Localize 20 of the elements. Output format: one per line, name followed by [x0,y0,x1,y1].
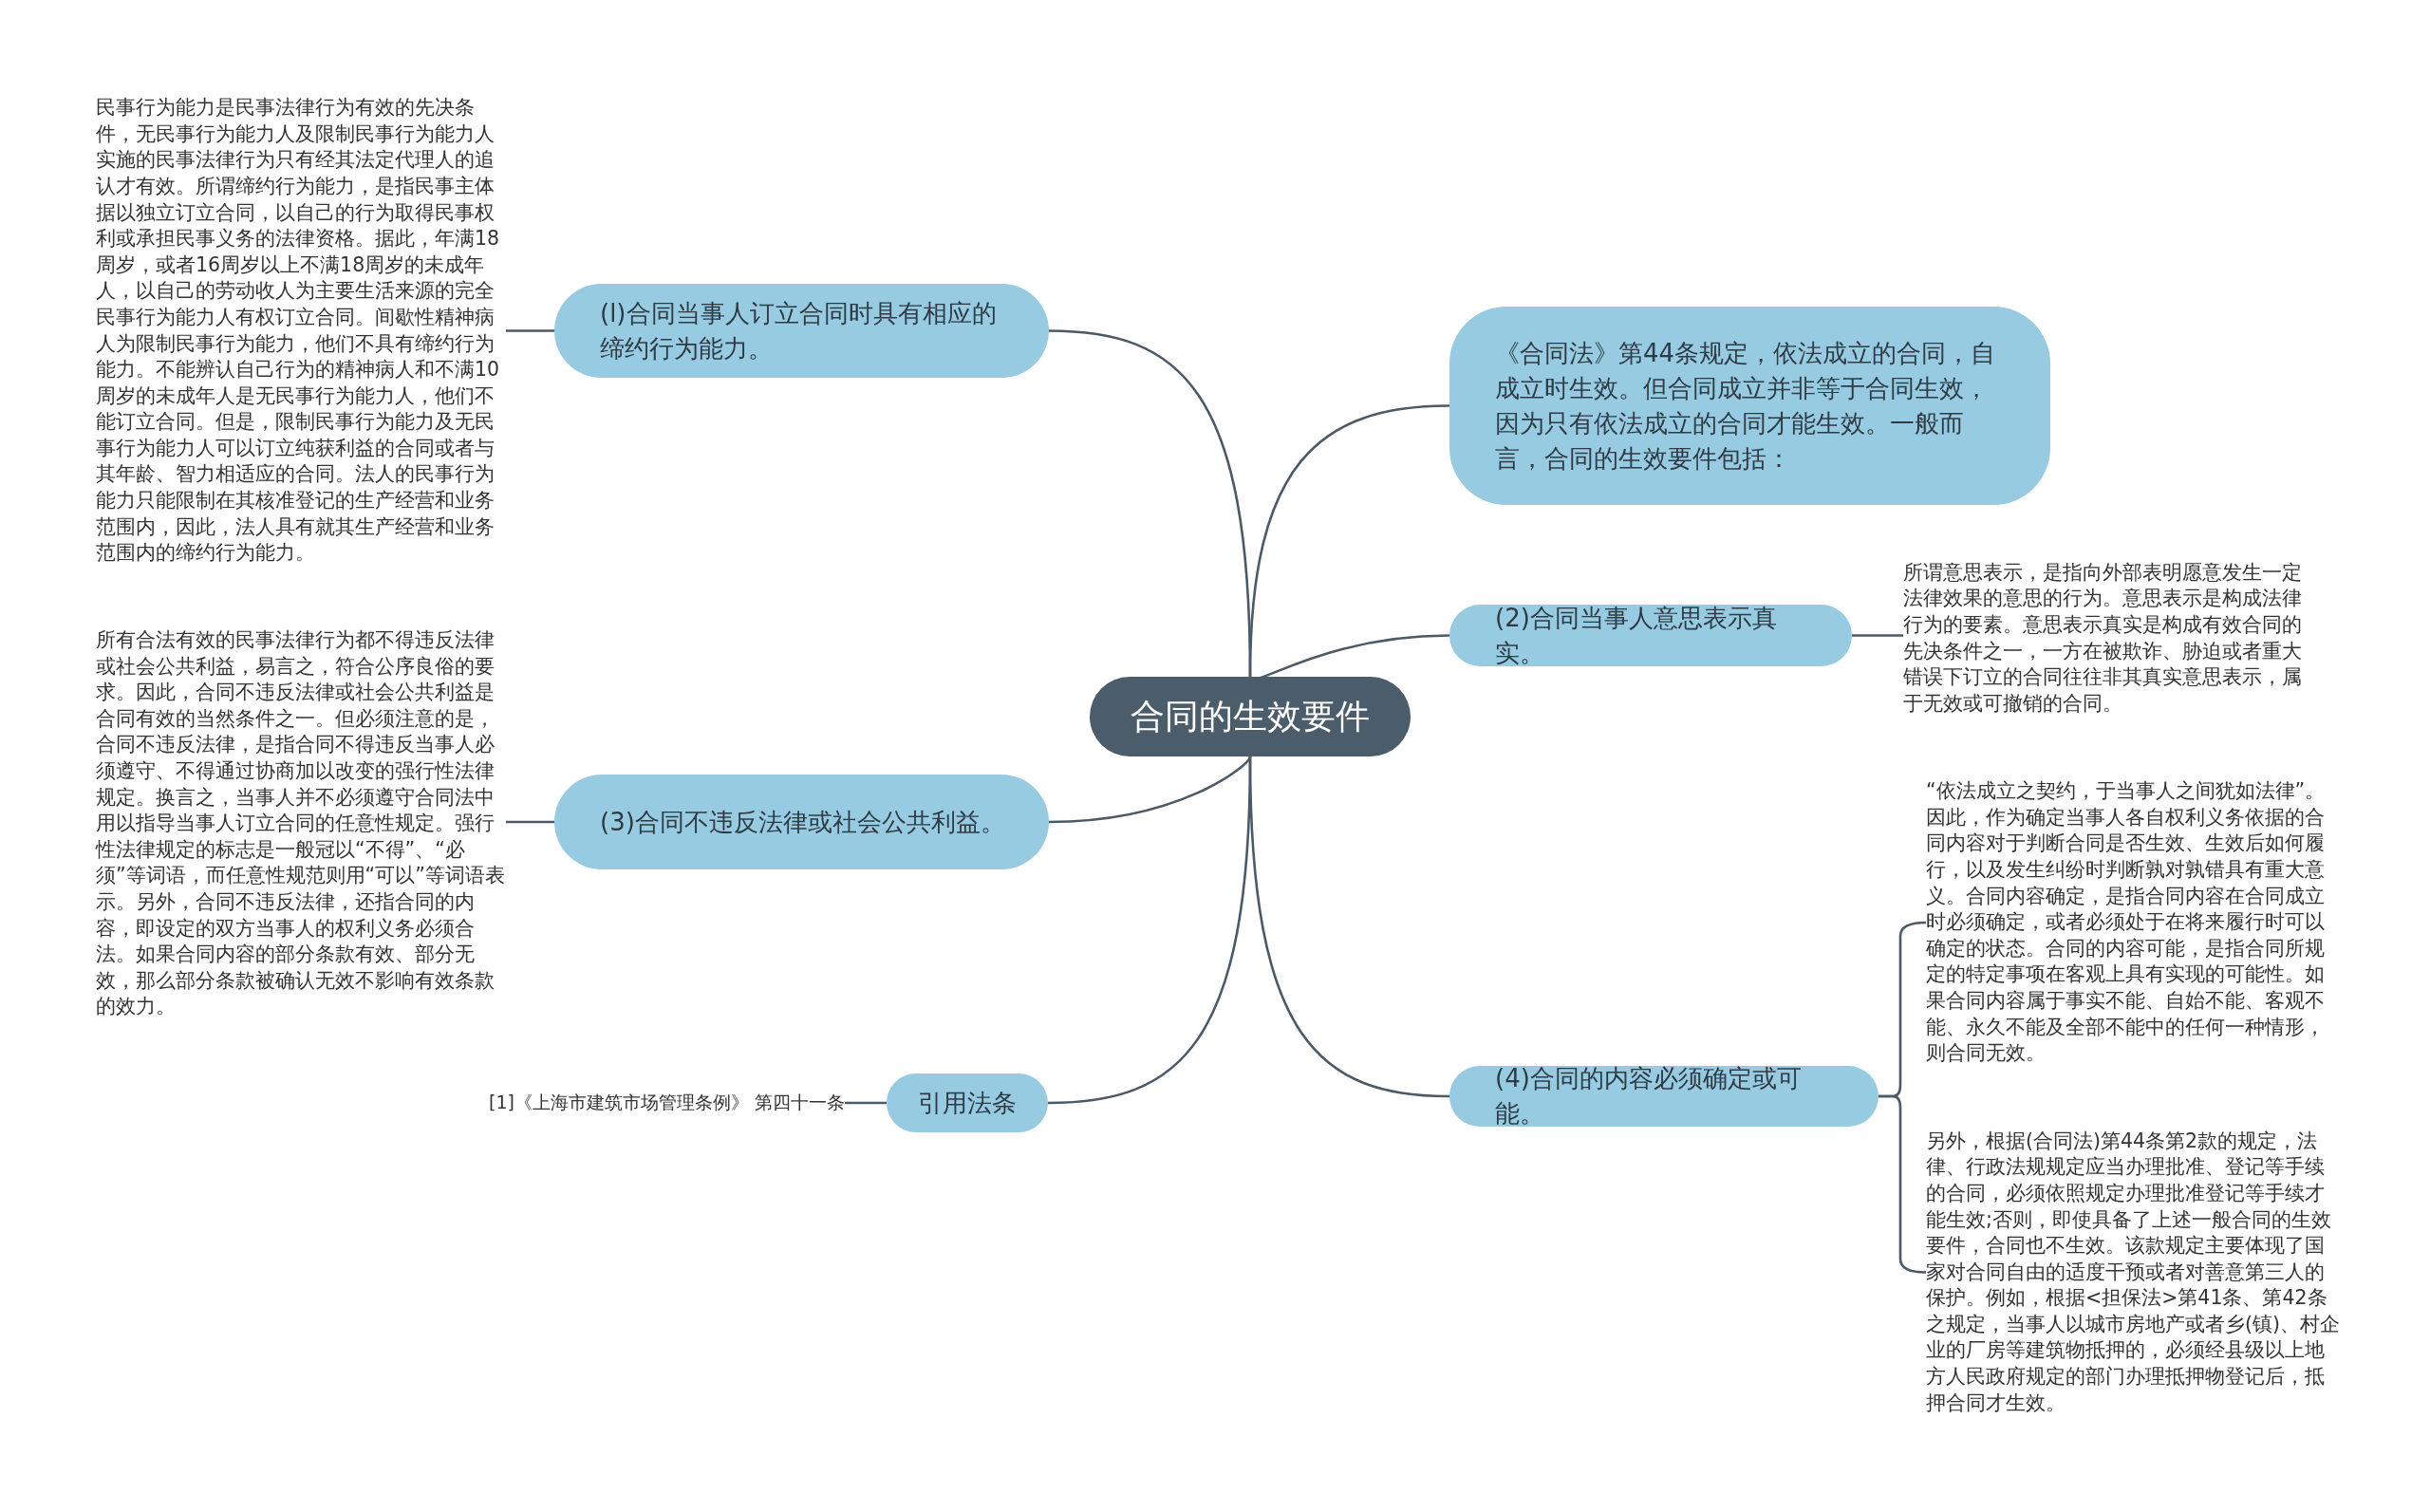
topic-box: (2)合同当事人意思表示真实。 [1449,605,1852,666]
connector-line [1852,634,1903,637]
note-text: “依法成立之契约，于当事人之间犹如法律”。因此，作为确定当事人各自权利义务依据的合同内容对于判断合同是否生效、生效后如何履行，以及发生纠纷时判断孰对孰错具有重大意义。合同内容确定，是指合同内容在合同成立时必须确定，或者必须处于在将来履行时可以确定的状态。合同的内容可能，是指合同所规定的特定事项在客观上具有实现的可能性。如果合同内容属于事实不能、自始不能、客观不能、永久不能及全部不能中的任何一种情形，则合同无效。 [1926,779,2344,1066]
note-text: 所有合法有效的民事法律行为都不得违反法律或社会公共利益，易言之，符合公序良俗的要求。因此，合同不违反法律或社会公共利益是合同有效的当然条件之一。但必须注意的是，合同不违反法律，是指合同不得违反当事人必须遵守、不得通过协商加以改变的强行性法律规定。换言之，当事人并不必须遵守合同法中用以指导当事人订立合同的任意性规定。强行性法律规定的标志是一般冠以“不得”、“必须”等词语，而任意性规范则用“可以”等词语表示。另外，合同不违反法律，还指合同的内容，即设定的双方当事人的权利义务必须合法。如果合同内容的部分条款有效、部分无效，那么部分条款被确认无效不影响有效条款的效力。 [96,627,506,1020]
topic-box: (3)合同不违反法律或社会公共利益。 [554,775,1049,869]
topic-box: 《合同法》第44条规定，依法成立的合同，自成立时生效。但合同成立并非等于合同生效，因为只有依法成立的合同才能生效。一般而言，合同的生效要件包括： [1449,307,2050,505]
note-text: 所谓意思表示，是指向外部表明愿意发生一定法律效果的意思的行为。意思表示是构成法律行为的要素。意思表示真实是构成有效合同的先决条件之一，一方在被欺诈、胁迫或者重大错误下订立的合同往往非其真实意思表示，属于无效或可撤销的合同。 [1903,561,2321,716]
note-text: [1]《上海市建筑市场管理条例》 第四十一条 [437,1091,845,1115]
note-text: 另外，根据(合同法)第44条第2款的规定，法律、行政法规规定应当办理批准、登记等手续的合同，必须依照规定办理批准登记等手续才能生效;否则，即使具备了上述一般合同的生效要件，合同也不生效。该款规定主要体现了国家对合同自由的适度干预或者对善意第三人的保护。例如，根据<担保法>第41条、第42条之规定，当事人以城市房地产或者乡(镇)、村企业的厂房等建筑物抵押的，必须经县级以上地方人民政府规定的部门办理抵押物登记后，抵押合同才生效。 [1926,1131,2344,1413]
connector-line [845,1101,887,1105]
note-text: 民事行为能力是民事法律行为有效的先决条件，无民事行为能力人及限制民事行为能力人实施的民事法律行为只有经其法定代理人的追认才有效。所谓缔约行为能力，是指民事主体据以独立订立合同，以自己的行为取得民事权利或承担民事义务的法律资格。据此，年满18周岁，或者16周岁以上不满18周岁的未成年人，以自己的劳动收人为主要生活来源的完全民事行为能力人有权订立合同。间歇性精神病人为限制民事行为能力，他们不具有缔约行为能力。不能辨认自己行为的精神病人和不满10周岁的未成年人是无民事行为能力人，他们不能订立合同。但是，限制民事行为能力及无民事行为能力人可以订立纯获利益的合同或者与其年龄、智力相适应的合同。法人的民事行为能力只能限制在其核准登记的生产经营和业务范围内，因此，法人具有就其生产经营和业务范围内的缔约行为能力。 [96,96,506,566]
central-topic: 合同的生效要件 [1090,677,1411,756]
connector-line [506,820,554,824]
connector-line [1048,756,1252,824]
connector-line [506,329,554,332]
connector-line [1248,756,1450,1098]
connector-line [1248,404,1450,678]
topic-box: (l)合同当事人订立合同时具有相应的缔约行为能力。 [554,284,1049,378]
topic-box: (4)合同的内容必须确定或可能。 [1449,1066,1879,1127]
topic-box: 引用法条 [887,1073,1048,1132]
